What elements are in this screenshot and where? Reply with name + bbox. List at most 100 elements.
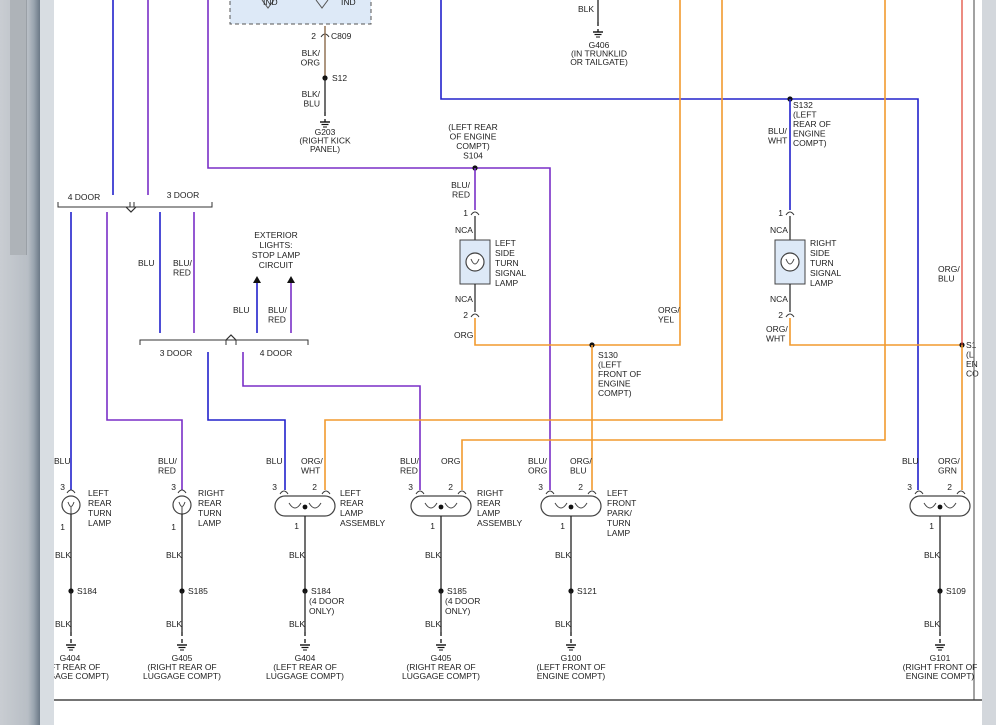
lamp-label: REAR	[88, 498, 112, 508]
ground-label: (RIGHT REAR OF	[406, 662, 475, 672]
wire-label: BLU	[138, 258, 155, 268]
circuit-label: EXTERIOR	[254, 230, 297, 240]
pin-label: 2	[947, 482, 952, 492]
ground-label: ENGINE COMPT)	[906, 671, 975, 681]
wire-label: BLK	[166, 550, 182, 560]
wire-label: ORG/	[938, 264, 960, 274]
ground-label: (IN TRUNKLID	[571, 49, 627, 59]
lamp-label: RIGHT	[477, 488, 503, 498]
left-side-turn-lamp-icon	[465, 252, 485, 272]
side-scrollbar-thumb[interactable]	[10, 0, 27, 255]
pin-label: 3	[272, 482, 277, 492]
right-rear-lamp-assembly-icon	[444, 502, 458, 509]
splice-label: FRONT OF	[598, 369, 641, 379]
ground-label: LUGGAGE COMPT)	[402, 671, 480, 681]
right-front-park-turn-lamp-icon	[943, 502, 957, 509]
wire-label: BLU/	[451, 180, 471, 190]
splice-label: (4 DOOR	[445, 596, 480, 606]
lamp-label: SIGNAL	[495, 268, 526, 278]
pin-label: 2	[312, 482, 317, 492]
wire-org-left-side	[474, 0, 681, 346]
connector-pin-icon	[415, 490, 425, 495]
wire-label: BLK/	[302, 48, 321, 58]
lamp-label: PARK/	[607, 508, 633, 518]
splice-label: S104	[463, 151, 483, 161]
left-front-park-turn-lamp-icon	[574, 502, 588, 509]
ground-label: ENGINE COMPT)	[537, 671, 606, 681]
circuit-label: LIGHTS:	[259, 240, 292, 250]
left-rear-turn-lamp-icon	[67, 501, 75, 507]
splice-label: OF ENGINE	[450, 132, 497, 142]
right-front-park-turn-lamp-icon	[923, 502, 937, 509]
left-rear-lamp-assembly-icon	[288, 502, 302, 509]
splice-label: (L	[966, 350, 974, 360]
splice-label: COMPT)	[793, 138, 827, 148]
wire-label: BLK	[289, 550, 305, 560]
left-front-park-turn-lamp-icon	[568, 504, 574, 510]
circuit-label: CIRCUIT	[259, 260, 293, 270]
left-rear-lamp-assembly-icon	[308, 502, 322, 509]
wire-label: RED	[268, 315, 286, 325]
wire-label: BLK	[578, 4, 594, 14]
bracket-3door-top	[124, 202, 213, 213]
pin-label: 3	[907, 482, 912, 492]
splice-label: (LEFT	[598, 360, 622, 370]
lamp-label: TURN	[198, 508, 222, 518]
wire-label: BLK	[924, 619, 940, 629]
ind-label: IND	[341, 0, 356, 7]
wire-blu-red-right-rear	[106, 212, 183, 490]
splice-label: COMPT)	[598, 388, 632, 398]
arrow-up-icon	[253, 276, 261, 283]
lamp-label: TURN	[810, 258, 834, 268]
ground-label: LUGGAGE COMPT)	[266, 671, 344, 681]
lamp-label: SIDE	[810, 248, 830, 258]
connector-pin-icon	[956, 490, 966, 495]
wire-label: BLU	[570, 466, 587, 476]
wire-label: RED	[158, 466, 176, 476]
wire-label: ORG/	[570, 456, 592, 466]
right-rear-lamp-assembly-icon	[438, 504, 444, 510]
lamp-label: REAR	[198, 498, 222, 508]
splice-label: ONLY)	[309, 606, 335, 616]
lamp-label: LAMP	[477, 508, 500, 518]
ground-label: G101	[930, 653, 951, 663]
indicator-module-box	[229, 0, 372, 25]
right-side-turn-lamp-icon	[785, 258, 795, 265]
ground-label: G100	[561, 653, 582, 663]
pin-label: 3	[60, 482, 65, 492]
wire-label: BLU/	[528, 456, 548, 466]
pin-label: 2	[578, 482, 583, 492]
viewer-right-edge	[982, 0, 996, 725]
lamp-label: SIDE	[495, 248, 515, 258]
wire-label: ORG/	[301, 456, 323, 466]
pin-label: 3	[538, 482, 543, 492]
ground-label: (RIGHT REAR OF	[147, 662, 216, 672]
splice-label: (LEFT REAR	[448, 122, 497, 132]
splice-label: S12	[332, 73, 347, 83]
lamp-label: ASSEMBLY	[340, 518, 386, 528]
lamp-label: LAMP	[340, 508, 363, 518]
right-side-turn-lamp-icon	[780, 252, 800, 272]
lamp-label: LEFT	[607, 488, 628, 498]
lamp-label: REAR	[477, 498, 501, 508]
bracket-4door-top	[57, 202, 138, 213]
connector-pin-icon	[587, 490, 597, 495]
connector-pin-icon	[279, 490, 289, 495]
connector-pin-icon	[470, 211, 480, 216]
lamp-label: FRONT	[607, 498, 636, 508]
pin-label: 1	[430, 521, 435, 531]
pin-label: 2	[448, 482, 453, 492]
wire-blu-left-rear-assy	[207, 352, 286, 490]
pin-label: 2	[778, 310, 783, 320]
ground-label: LUGGAGE COMPT)	[54, 671, 109, 681]
ground-label: (RIGHT FRONT OF	[903, 662, 978, 672]
splice-label: S184	[311, 586, 331, 596]
wire-label: BLK	[425, 619, 441, 629]
wire-label: RED	[173, 268, 191, 278]
ground-label: LEFT REAR OF	[54, 662, 100, 672]
wire-label: BLK	[289, 619, 305, 629]
ground-label: G203	[315, 127, 336, 137]
